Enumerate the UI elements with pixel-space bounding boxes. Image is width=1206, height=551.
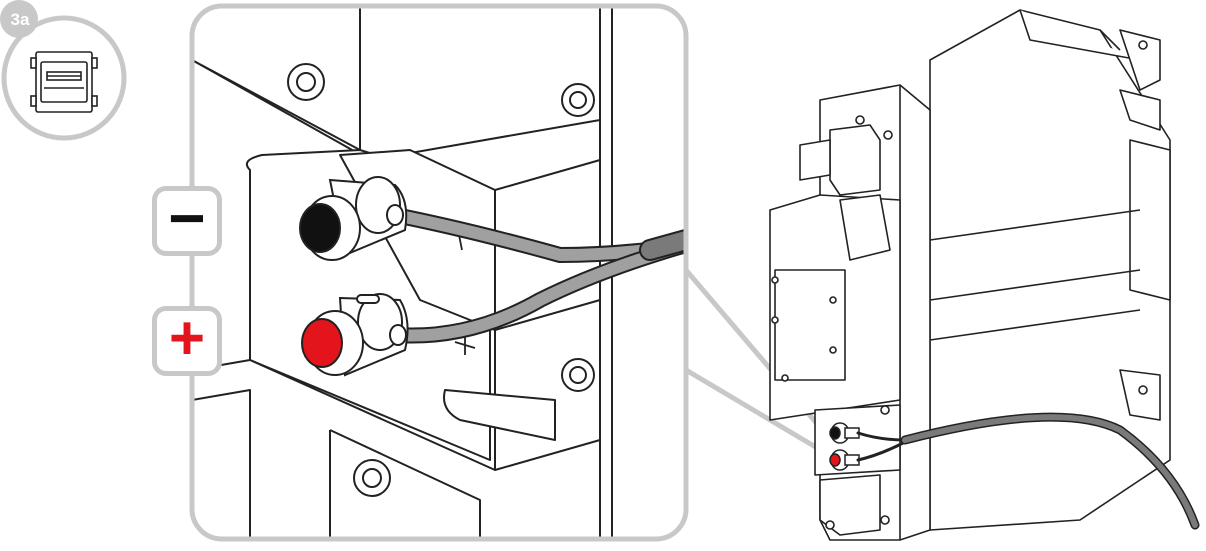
positive-sign-box: + (152, 306, 222, 376)
step-badge: 3a (10, 10, 30, 29)
unit-cable (856, 412, 1200, 530)
unit-terminals (829, 422, 860, 471)
battery-unit-icon (769, 9, 1171, 541)
step-connector-icon (0, 0, 127, 141)
negative-sign-box: − (152, 186, 222, 256)
negative-terminal (299, 176, 408, 261)
zoom-frame (189, 3, 689, 542)
positive-symbol: + (168, 304, 206, 373)
negative-symbol: − (168, 182, 206, 254)
zoom-detail (192, 6, 686, 539)
positive-terminal (301, 293, 409, 377)
